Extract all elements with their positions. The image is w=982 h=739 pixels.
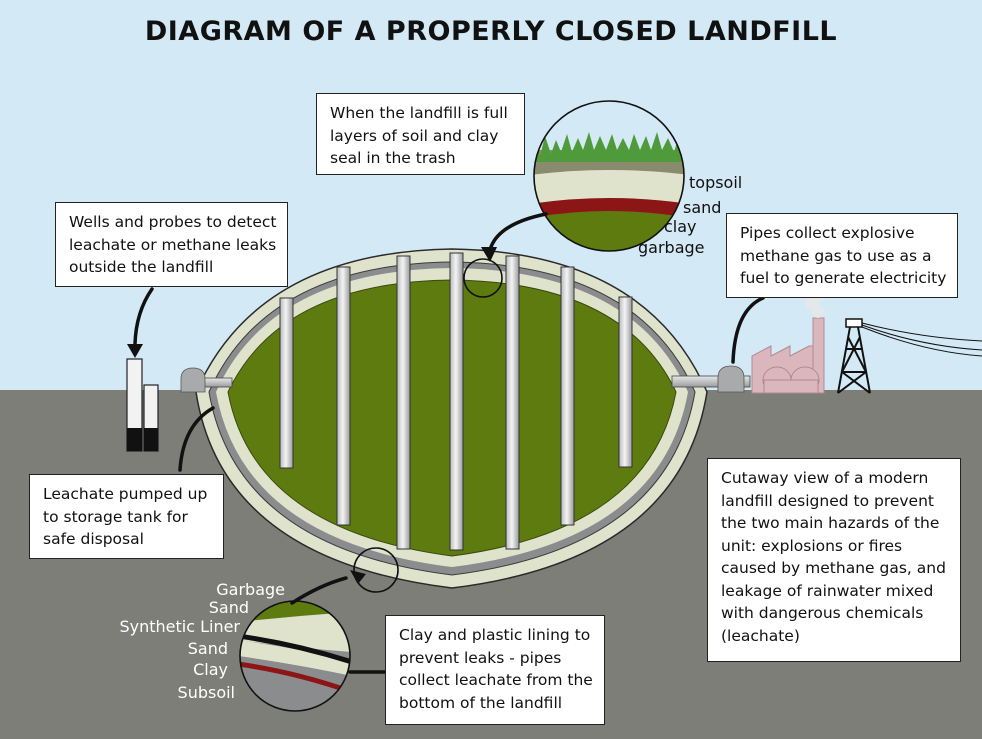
liner-label-garbage: Garbage <box>216 580 285 599</box>
power-lines <box>861 322 982 357</box>
grass <box>534 132 684 162</box>
cap-label-sand: sand <box>683 198 722 217</box>
gas-pipes <box>279 252 633 551</box>
monitoring-wells <box>126 358 159 452</box>
callout-soil-cap: When the landfill is full layers of soil… <box>316 93 525 175</box>
cap-marker-circle <box>463 258 503 298</box>
liner-marker-circle <box>353 547 399 593</box>
connector-arrows <box>133 212 765 674</box>
callout-leachate-pump: Leachate pumped up to storage tank for s… <box>29 474 224 559</box>
liner-label-clay: Clay <box>193 660 228 679</box>
cap-label-garbage: garbage <box>638 238 705 257</box>
liner-label-sand-2: Sand <box>187 639 228 658</box>
cap-detail-magnifier <box>534 101 684 251</box>
callout-cutaway: Cutaway view of a modern landfill design… <box>707 458 961 662</box>
gas-pipe-4 <box>449 252 464 551</box>
callout-lining: Clay and plastic lining to prevent leaks… <box>385 615 605 725</box>
leachate-valve <box>180 367 206 393</box>
gas-pipe-7 <box>618 296 633 468</box>
callout-methane-pipes: Pipes collect explosive methane gas to u… <box>726 213 958 298</box>
cap-label-topsoil: topsoil <box>689 173 743 192</box>
page-title: DIAGRAM OF A PROPERLY CLOSED LANDFILL <box>144 16 838 47</box>
liner-detail-magnifier <box>240 601 350 711</box>
callout-wells-probes: Wells and probes to detect leachate or m… <box>55 202 288 287</box>
liner-label-subsoil: Subsoil <box>177 683 235 702</box>
gas-valve <box>717 365 745 393</box>
cap-label-clay: clay <box>664 217 697 236</box>
arrow-heads <box>127 247 497 584</box>
gas-pipe-2 <box>336 266 351 526</box>
gas-pipe-1 <box>279 297 294 469</box>
gas-pipe-6 <box>560 266 575 526</box>
gas-pipe-3 <box>396 255 411 550</box>
liner-label-sand-1: Sand <box>208 598 249 617</box>
liner-label-synthetic: Synthetic Liner <box>119 617 240 636</box>
transmission-tower <box>837 318 871 394</box>
gas-pipe-5 <box>505 255 520 550</box>
gas-collector-pipe <box>671 375 751 388</box>
power-plant <box>751 317 825 394</box>
